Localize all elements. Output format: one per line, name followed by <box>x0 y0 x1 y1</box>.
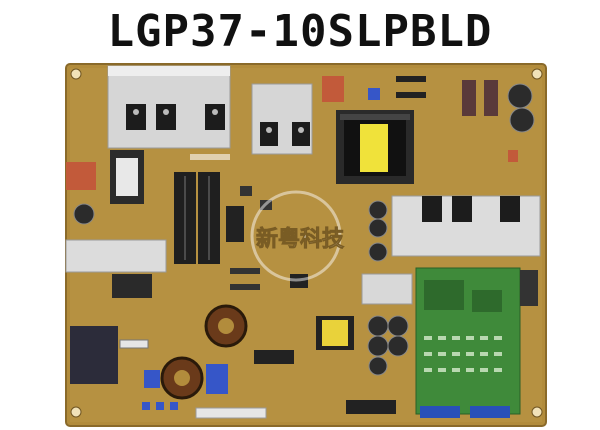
bridge-rectifier <box>112 274 152 298</box>
watermark: 新粤科技 <box>250 190 345 282</box>
capacitor-bank <box>174 172 244 264</box>
small-components <box>190 76 538 364</box>
heatsink-right <box>391 195 541 257</box>
bridge-rectifier <box>70 326 118 384</box>
heatsink-small <box>361 273 413 305</box>
mounting-hole <box>531 406 543 418</box>
board-title: LGP37-10SLPBLD <box>107 6 493 57</box>
standby-transformer-label <box>116 158 138 196</box>
connector-blue <box>470 406 510 418</box>
heatsink-top-left <box>107 65 231 149</box>
small-capacitors <box>73 83 535 376</box>
connector-white <box>195 407 267 419</box>
blue-capacitors <box>142 88 380 410</box>
pfc-transformer <box>316 316 354 350</box>
heatsink-top-middle <box>251 83 313 155</box>
main-transformer <box>336 110 414 184</box>
heatsink-left <box>65 239 167 273</box>
connector-blue <box>420 406 460 418</box>
mounting-hole <box>531 68 543 80</box>
daughter-board <box>415 267 521 415</box>
connector-black <box>346 400 396 414</box>
x-capacitor <box>66 162 96 190</box>
mounting-hole <box>70 406 82 418</box>
mounting-hole <box>70 68 82 80</box>
toroid-inductor <box>160 304 248 400</box>
fuse <box>119 339 149 349</box>
x-capacitor-top <box>322 76 344 102</box>
watermark-text: 新粤科技 <box>256 226 345 252</box>
